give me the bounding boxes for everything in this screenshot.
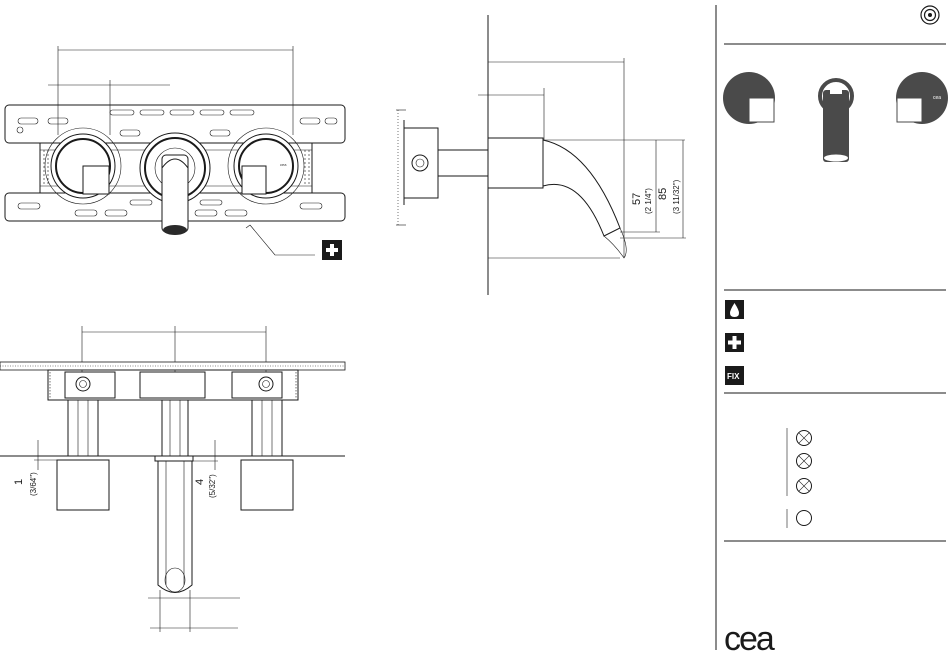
spout-body <box>162 155 188 232</box>
dim-label-projection-inch: (2 1/4") <box>644 188 653 214</box>
target-icon <box>921 6 939 24</box>
spout-section <box>158 461 192 593</box>
side-rosette <box>488 138 543 188</box>
valve-block-section <box>48 370 298 400</box>
thumbnail-right-handle: cea <box>896 72 948 124</box>
thumbnail-spout <box>820 80 852 162</box>
fix-icon: FIX <box>725 366 744 385</box>
spout-curve <box>543 140 620 236</box>
handle-brand-marking: cea <box>280 162 287 167</box>
dim-label-center-offset-inch: (5/32") <box>208 474 217 498</box>
side-view: 57 (2 1/4") 85 (3 11/32") <box>396 15 686 295</box>
left-handle-section <box>57 460 109 510</box>
thumbnail-left-handle <box>723 72 775 124</box>
dim-label-projection: 57 <box>631 193 643 205</box>
symbol-list <box>787 428 812 528</box>
wall-box <box>404 128 438 198</box>
dim-label-left-offset: 1 <box>13 479 25 485</box>
leader-line <box>250 225 315 255</box>
brand-logo: cea <box>724 620 775 655</box>
crossed-circle-icon <box>797 431 812 446</box>
side-panel: cea FIX <box>716 5 948 655</box>
dim-label-center-offset: 4 <box>194 479 206 485</box>
water-drop-icon <box>725 300 744 319</box>
right-handle-section <box>241 460 293 510</box>
crossed-circle-icon <box>797 479 812 494</box>
fix-icon-label: FIX <box>727 372 740 381</box>
front-view: cea <box>5 46 345 260</box>
right-handle-lever <box>242 166 266 194</box>
plus-icon <box>322 240 342 260</box>
empty-circle-icon <box>797 511 812 526</box>
valve-stem <box>438 150 488 176</box>
dim-label-left-offset-inch: (3/64") <box>29 472 38 496</box>
thumbnail-brand-marking: cea <box>933 95 941 101</box>
dim-label-height-inch: (3 11/32") <box>672 179 681 214</box>
section-view: 1 (3/64") 4 (5/32") <box>0 326 345 632</box>
dim-label-height: 85 <box>657 188 669 200</box>
left-handle-lever <box>83 166 109 194</box>
crossed-circle-icon <box>797 454 812 469</box>
plus-icon <box>725 333 744 352</box>
